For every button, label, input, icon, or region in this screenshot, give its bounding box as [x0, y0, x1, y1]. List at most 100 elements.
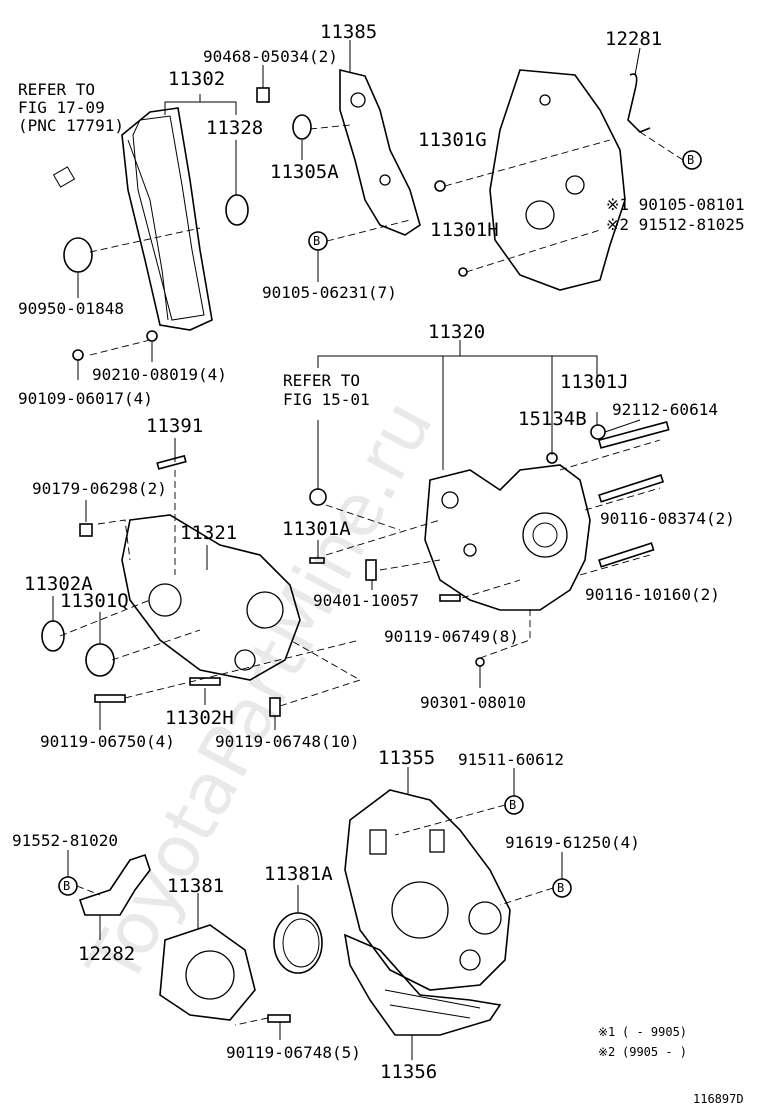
label-90116-10160: 90116-10160(2): [585, 585, 720, 604]
label-11302A: 11302A: [24, 573, 93, 595]
leader: [59, 599, 151, 637]
svg-text:B: B: [313, 234, 320, 248]
b-symbol-1: B: [682, 150, 702, 170]
label-90210-08019: 90210-08019(4): [92, 365, 227, 384]
pin-11391[interactable]: [156, 454, 187, 470]
label-11305A: 11305A: [270, 161, 339, 183]
label-91511-60612: 91511-60612: [458, 750, 564, 769]
label-15134B: 15134B: [518, 408, 587, 430]
leader: [309, 124, 351, 130]
refer2-line1: REFER TO: [283, 371, 360, 390]
plate-11356[interactable]: [343, 933, 502, 1036]
seal-11301Q[interactable]: [85, 643, 115, 677]
stud-90116-08374[interactable]: [598, 474, 665, 503]
label-11381A: 11381A: [264, 863, 333, 885]
seal-11381A[interactable]: [273, 912, 323, 974]
nut-90210[interactable]: [146, 330, 158, 342]
diagram-code: 116897D: [693, 1092, 744, 1106]
label-11301A: 11301A: [282, 518, 351, 540]
leader: [639, 131, 684, 161]
oil-pump-11320[interactable]: [424, 464, 591, 611]
label-90179-06298: 90179-06298(2): [32, 479, 167, 498]
seal-90950[interactable]: [63, 237, 93, 273]
retainer-11381[interactable]: [159, 924, 256, 1021]
seal-11305A[interactable]: [292, 114, 312, 140]
b-symbol-5: B: [552, 878, 572, 898]
footnote-1-mark: ※1: [598, 1025, 615, 1039]
plate-11385[interactable]: [339, 68, 421, 236]
leader: [76, 885, 101, 896]
bolt-11302H[interactable]: [189, 677, 221, 686]
label-12281: 12281: [605, 28, 662, 50]
label-90119-06748-10: 90119-06748(10): [215, 732, 360, 751]
bracket-12281[interactable]: [627, 73, 651, 133]
label-90950-01848: 90950-01848: [18, 299, 124, 318]
label-11381: 11381: [167, 875, 224, 897]
bracket-11320: [317, 340, 598, 470]
stud-92112[interactable]: [597, 421, 670, 449]
label-90119-06749: 90119-06749(8): [384, 627, 519, 646]
leader: [234, 1017, 269, 1026]
label-11302: 11302: [168, 68, 225, 90]
bolt-90119-06750[interactable]: [94, 694, 126, 703]
timing-cover-11321[interactable]: [121, 514, 301, 681]
footnote-2-text: (9905 - ): [622, 1045, 687, 1059]
label-11385: 11385: [320, 21, 377, 43]
label-11320: 11320: [428, 321, 485, 343]
timing-cover-11302[interactable]: [121, 107, 213, 331]
bolt-90468[interactable]: [256, 87, 270, 103]
bracket-12282[interactable]: [78, 853, 151, 916]
leader: [279, 639, 362, 707]
svg-text:B: B: [509, 798, 516, 812]
pin-90119-06749[interactable]: [439, 594, 461, 602]
plug-11301J[interactable]: [590, 424, 606, 440]
plate-11355[interactable]: [344, 789, 511, 991]
bolt-90401[interactable]: [365, 559, 377, 581]
refer2-line2: FIG 15-01: [283, 390, 370, 409]
bolt-11301H[interactable]: [458, 267, 468, 277]
leader: [634, 47, 641, 76]
bolt-refer-1501[interactable]: [309, 488, 327, 506]
leader: [444, 139, 611, 187]
stud-90116-10160[interactable]: [598, 542, 655, 568]
pin-11301A[interactable]: [309, 557, 325, 564]
label-91552-81020: 91552-81020: [12, 831, 118, 850]
leader: [479, 605, 531, 659]
timing-case-upper[interactable]: [489, 69, 626, 291]
pad-ref-17791: [52, 166, 76, 188]
bolt-15134B[interactable]: [546, 452, 558, 464]
pin-90179[interactable]: [79, 523, 93, 537]
label-91619-61250: 91619-61250(4): [505, 833, 640, 852]
leader: [379, 559, 441, 571]
label-90401-10057: 90401-10057: [313, 591, 419, 610]
refer1-line2: FIG 17-09: [18, 98, 105, 117]
label-11321: 11321: [180, 522, 237, 544]
svg-text:B: B: [63, 879, 70, 893]
label-11355: 11355: [378, 747, 435, 769]
label-11301H: 11301H: [430, 219, 499, 241]
label-11302H: 11302H: [165, 707, 234, 729]
leader: [579, 554, 651, 576]
footnote-2-mark: ※2: [598, 1045, 615, 1059]
washer-90109[interactable]: [72, 349, 84, 361]
bolt-11301G[interactable]: [434, 180, 446, 192]
label-12282: 12282: [78, 943, 135, 965]
leader: [465, 229, 601, 273]
label-90116-08374: 90116-08374(2): [600, 509, 735, 528]
leader: [124, 639, 361, 699]
b-symbol-4: B: [58, 876, 78, 896]
gasket-90301[interactable]: [475, 657, 485, 667]
label-90105-08101: ※1 90105-08101: [606, 195, 745, 214]
label-90105-06231: 90105-06231(7): [262, 283, 397, 302]
refer1-line1: REFER TO: [18, 80, 95, 99]
footnote-1-text: ( - 9905): [622, 1025, 687, 1039]
bolt-90119-06748-5[interactable]: [267, 1014, 291, 1023]
b-symbol-2: B: [308, 231, 328, 251]
label-11356: 11356: [380, 1061, 437, 1083]
leader: [97, 519, 131, 561]
refer1-line3: (PNC 17791): [18, 116, 124, 135]
label-90119-06750: 90119-06750(4): [40, 732, 175, 751]
oring-11328[interactable]: [225, 194, 249, 226]
label-11301G: 11301G: [418, 129, 487, 151]
